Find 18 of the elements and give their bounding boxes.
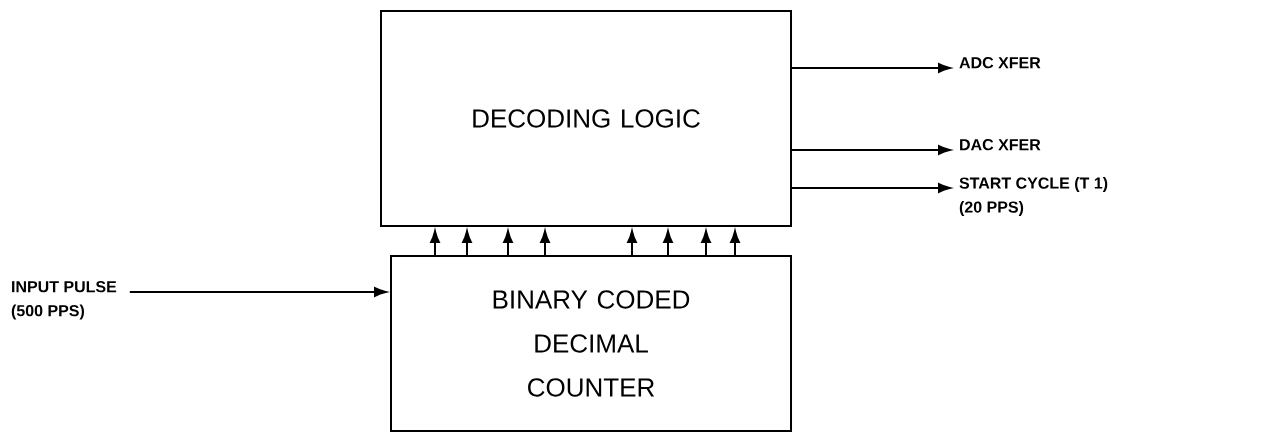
signal-label: DAC XFER xyxy=(960,139,1041,151)
signal-label: START CYCLE (T 1) (20 PPS) xyxy=(959,177,1108,216)
arrow xyxy=(730,230,740,256)
arrow xyxy=(462,230,472,256)
arrow xyxy=(503,230,513,256)
arrow xyxy=(791,183,951,193)
signal-label: ADC XFER xyxy=(959,57,1041,69)
arrow xyxy=(791,63,951,73)
block-box: DECODING LOGIC xyxy=(380,10,792,227)
arrow xyxy=(701,230,711,256)
arrow xyxy=(627,230,637,256)
arrow xyxy=(663,230,673,256)
block-box: BINARY CODED DECIMAL COUNTER xyxy=(390,255,792,432)
arrow xyxy=(540,230,550,256)
signal-label: INPUT PULSE (500 PPS) xyxy=(11,281,117,320)
arrow xyxy=(430,230,440,256)
arrow xyxy=(791,145,951,155)
arrow xyxy=(128,287,387,297)
